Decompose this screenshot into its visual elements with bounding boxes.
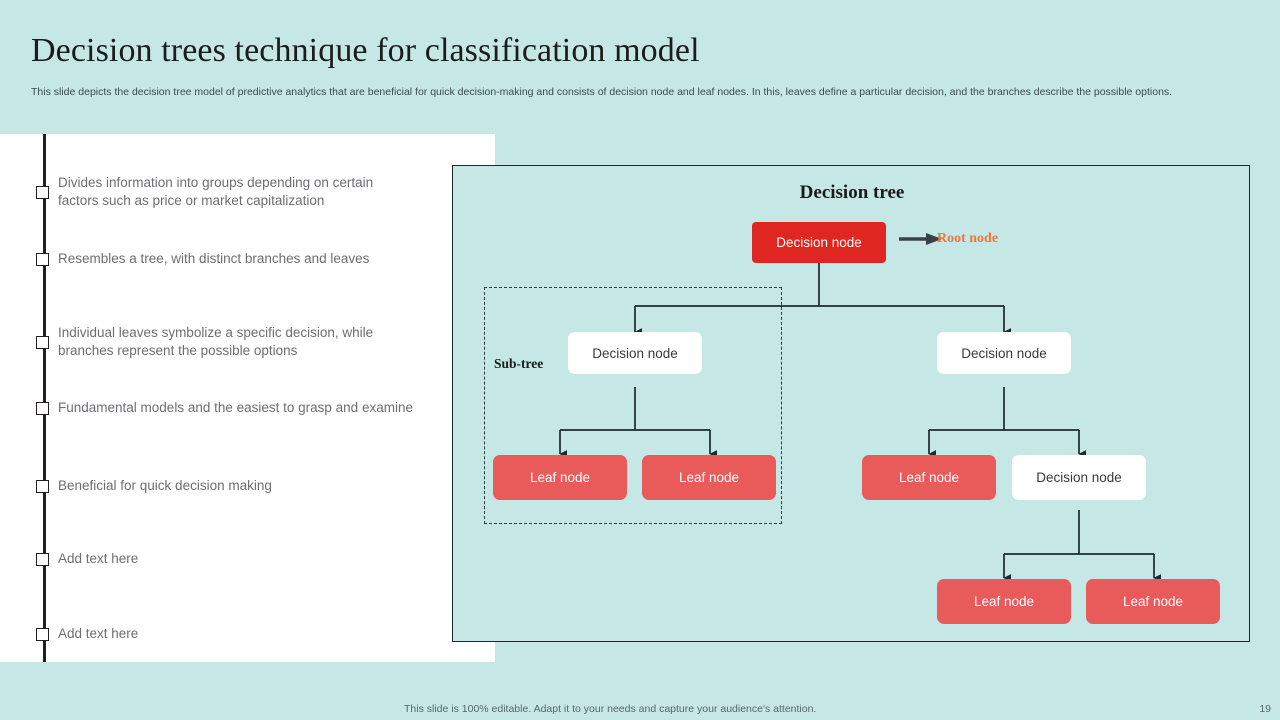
footer-note: This slide is 100% editable. Adapt it to… [404, 703, 817, 715]
bullet-square-icon [36, 401, 49, 415]
list-item-label: Add text here [58, 626, 139, 641]
tree-node-decision-left[interactable]: Decision node [568, 332, 702, 374]
tree-node-decision-right[interactable]: Decision node [937, 332, 1071, 374]
list-item[interactable]: Divides information into groups dependin… [36, 174, 414, 210]
bullet-square-icon [36, 185, 49, 199]
tree-node-leaf-bottom-2[interactable]: Leaf node [1086, 579, 1220, 624]
diagram-title-text: Decision tree [799, 182, 905, 203]
root-note-arrow-icon [899, 233, 942, 245]
tree-node-leaf-bottom-1[interactable]: Leaf node [937, 579, 1071, 624]
list-item[interactable]: Beneficial for quick decision making [36, 477, 414, 495]
page-number: 19 [1259, 703, 1271, 715]
list-item-label: Resembles a tree, with distinct branches… [58, 251, 370, 266]
bullet-square-icon [36, 479, 49, 493]
subtree-boundary [484, 287, 782, 524]
list-item-label: Divides information into groups dependin… [58, 175, 374, 208]
tree-node-leaf-left-1[interactable]: Leaf node [493, 455, 627, 500]
bullet-square-icon [36, 627, 49, 641]
tree-node-leaf-left-2[interactable]: Leaf node [642, 455, 776, 500]
page-title: Decision trees technique for classificat… [31, 32, 700, 69]
list-item-label: Individual leaves symbolize a specific d… [58, 325, 374, 358]
list-item[interactable]: Fundamental models and the easiest to gr… [36, 399, 414, 417]
list-item-label: Add text here [58, 551, 139, 566]
list-item[interactable]: Add text here [36, 625, 414, 643]
bullet-square-icon [36, 552, 49, 566]
list-item[interactable]: Add text here [36, 550, 414, 568]
list-item[interactable]: Individual leaves symbolize a specific d… [36, 324, 414, 360]
list-item[interactable]: Resembles a tree, with distinct branches… [36, 250, 414, 268]
bullet-panel [0, 134, 495, 662]
decision-tree-diagram: Decision tree [452, 165, 1250, 642]
subtree-annotation: Sub-tree [494, 356, 544, 371]
tree-node-root[interactable]: Decision node [752, 222, 886, 263]
page-subtitle: This slide depicts the decision tree mod… [31, 86, 1173, 98]
bullet-square-icon [36, 335, 49, 349]
list-item-label: Fundamental models and the easiest to gr… [58, 400, 413, 415]
diagram-title: Decision tree [453, 182, 1251, 204]
list-item-label: Beneficial for quick decision making [58, 478, 272, 493]
bullet-list: Divides information into groups dependin… [0, 134, 495, 662]
tree-node-leaf-right-1[interactable]: Leaf node [862, 455, 996, 500]
root-node-annotation: Root node [937, 231, 999, 246]
timeline-axis-line [43, 134, 46, 662]
bullet-square-icon [36, 252, 49, 266]
tree-node-decision-right-2[interactable]: Decision node [1012, 455, 1146, 500]
